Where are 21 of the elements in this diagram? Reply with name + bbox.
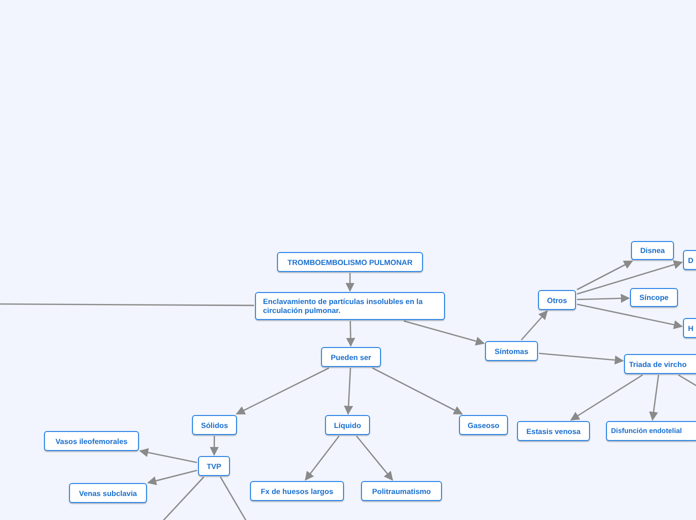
arrow — [344, 368, 354, 415]
arrow — [356, 436, 394, 481]
arrow — [649, 374, 660, 421]
arrow — [570, 374, 643, 421]
arrow — [147, 470, 198, 486]
arrow — [139, 448, 198, 464]
connector-line — [220, 476, 249, 520]
connector-line — [0, 303, 254, 306]
arrow — [404, 320, 485, 346]
arrow — [210, 436, 219, 456]
arrow — [236, 367, 330, 415]
arrow — [372, 367, 463, 415]
arrow — [538, 352, 624, 365]
arrow — [576, 260, 683, 295]
arrow — [576, 260, 634, 290]
arrow — [520, 310, 548, 340]
arrow — [345, 273, 355, 292]
arrow — [576, 294, 630, 303]
arrow — [304, 436, 340, 481]
arrow — [346, 320, 356, 347]
arrow — [576, 304, 683, 330]
